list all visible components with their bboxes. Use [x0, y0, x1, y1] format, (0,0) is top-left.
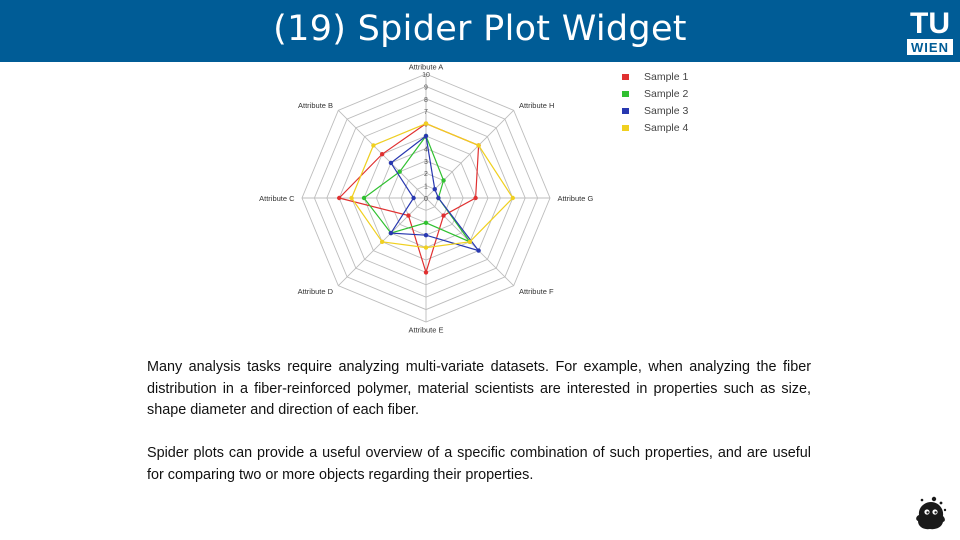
legend-label: Sample 3	[644, 105, 689, 117]
ring-tick-label: 3	[424, 159, 428, 166]
description-paragraph-1: Many analysis tasks require analyzing mu…	[147, 359, 811, 418]
series-point	[397, 169, 402, 174]
series-point	[388, 230, 394, 236]
series-point	[423, 270, 429, 275]
series-point	[473, 195, 478, 201]
axis-label: Attribute F	[519, 287, 554, 296]
series-line	[389, 134, 481, 252]
ring-tick-label: 1	[424, 184, 428, 191]
series-point	[361, 195, 367, 201]
series-point	[510, 195, 515, 201]
axis-label: Attribute C	[259, 194, 295, 203]
tu-wien-logo: TU WIEN	[904, 3, 956, 59]
series-point	[436, 195, 441, 201]
series-point	[423, 133, 429, 139]
series-point	[411, 195, 416, 201]
ring-tick-label: 7	[424, 109, 428, 116]
logo-line2: WIEN	[911, 40, 949, 55]
series-point	[349, 195, 354, 201]
series-point	[337, 195, 342, 201]
axis-label: Attribute D	[298, 287, 334, 296]
series-point	[379, 239, 385, 245]
axis-label: Attribute B	[298, 101, 333, 110]
series-point	[467, 239, 473, 245]
axis-label: Attribute E	[408, 325, 443, 334]
legend-label: Sample 2	[644, 88, 689, 100]
axis-label: Attribute A	[409, 63, 444, 72]
series-point	[423, 121, 429, 126]
grid-spoke	[425, 110, 514, 199]
legend-marker	[622, 108, 629, 114]
legend-marker	[622, 125, 629, 131]
series-point	[441, 178, 446, 183]
ring-tick-label: 2	[424, 171, 428, 178]
legend-label: Sample 1	[644, 71, 689, 83]
legend-marker	[622, 91, 629, 97]
series-point	[432, 187, 437, 192]
legend-label: Sample 4	[644, 122, 689, 134]
description-paragraph-2: Spider plots can provide a useful overvi…	[147, 445, 811, 483]
series-point	[423, 220, 429, 225]
ring-tick-label: 8	[424, 97, 428, 104]
series-point	[476, 143, 481, 148]
axis-label: Attribute G	[557, 194, 593, 203]
title-bar: (19) Spider Plot Widget TU WIEN	[0, 0, 960, 62]
logo-line1: TU	[910, 7, 950, 40]
splat-creature-icon	[916, 496, 947, 530]
series-point	[371, 143, 376, 148]
slide-title: (19) Spider Plot Widget	[273, 9, 687, 49]
series-point	[388, 160, 394, 166]
legend-marker	[622, 74, 629, 80]
description: Many analysis tasks require analyzing mu…	[147, 357, 811, 508]
axis-label: Attribute H	[519, 101, 554, 110]
series-point	[441, 213, 446, 218]
series-point	[423, 245, 429, 250]
series-point	[406, 213, 411, 218]
series-point	[423, 233, 429, 238]
ring-tick-label: 4	[424, 146, 428, 153]
series-point	[379, 151, 385, 157]
series-line	[350, 122, 514, 249]
series-point	[476, 248, 481, 253]
ring-tick-label: 0	[424, 196, 428, 203]
ring-tick-label: 9	[424, 84, 428, 91]
ring-tick-label: 10	[422, 72, 430, 79]
